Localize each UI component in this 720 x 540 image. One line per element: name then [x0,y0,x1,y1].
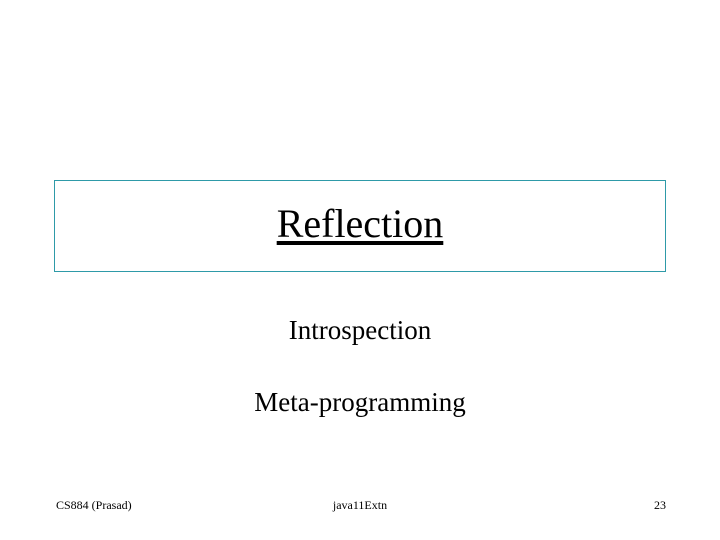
title-frame [54,180,666,272]
slide-footer: CS884 (Prasad) java11Extn 23 [0,494,720,516]
bullet-introspection: Introspection [288,315,432,345]
page-title: Reflection [276,201,444,246]
footer-page-number: 23 [654,498,666,512]
footer-topic-label: java11Extn [332,498,388,512]
bullet-meta-programming: Meta-programming [254,387,466,417]
footer-course-label: CS884 (Prasad) [56,498,132,512]
